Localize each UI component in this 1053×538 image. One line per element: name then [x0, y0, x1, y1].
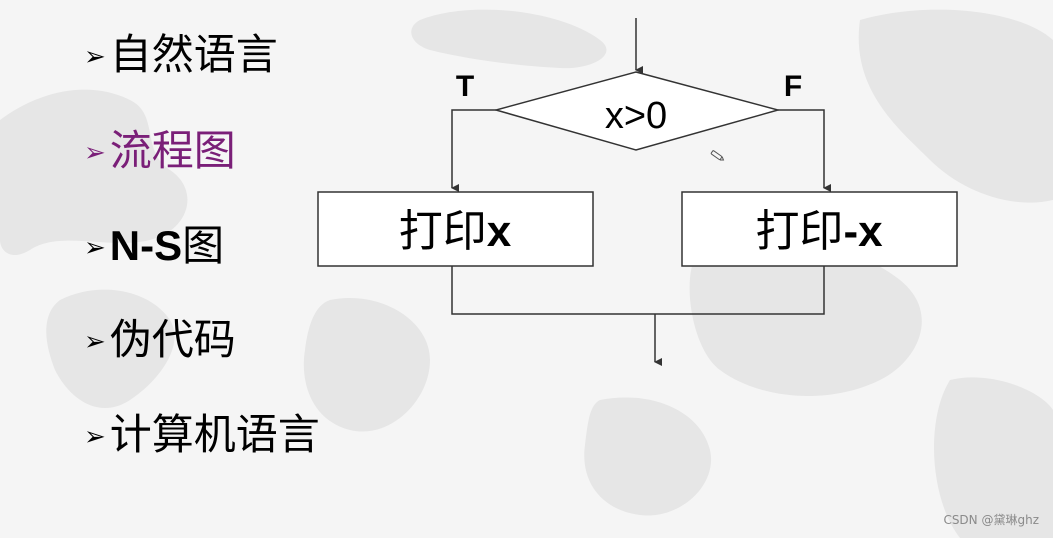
bullet-natural-language: ➢ 自然语言	[84, 30, 278, 80]
false-process-cn: 打印	[755, 206, 843, 257]
bullet-arrow-icon: ➢	[84, 422, 106, 452]
true-process-text: 打印x	[399, 206, 512, 257]
bullet-arrow-icon: ➢	[84, 138, 106, 168]
bullet-label-cn: 图	[182, 221, 225, 270]
bullet-flowchart: ➢ 流程图	[84, 126, 236, 176]
decision-diamond	[493, 71, 781, 151]
bullet-label: 计算机语言	[109, 410, 320, 459]
false-process-latin: -x	[843, 207, 883, 256]
true-process-latin: x	[487, 207, 512, 256]
bullet-label-latin: N-S	[109, 222, 183, 269]
merge-line	[451, 266, 825, 315]
false-branch-label: F	[784, 70, 802, 103]
bullet-pseudocode: ➢ 伪代码	[84, 315, 236, 365]
bullet-label: 伪代码	[109, 315, 236, 364]
bullet-arrow-icon: ➢	[84, 233, 106, 263]
true-process-cn: 打印	[399, 206, 487, 257]
pen-cursor-icon	[710, 150, 725, 161]
bullet-computer-language: ➢ 计算机语言	[84, 410, 320, 460]
watermark: CSDN @黛琳ghz	[943, 513, 1039, 527]
true-process-box	[317, 191, 594, 267]
bullet-label: 流程图	[109, 126, 236, 175]
true-branch-line	[451, 109, 496, 192]
bullet-arrow-icon: ➢	[84, 327, 106, 357]
decision-condition: x>0	[605, 95, 667, 137]
bullet-label: 自然语言	[109, 30, 278, 79]
bullet-ns-diagram: ➢ N-S 图	[84, 221, 224, 271]
false-process-box	[681, 191, 958, 267]
false-process-text: 打印-x	[755, 206, 883, 257]
false-branch-line	[778, 109, 831, 192]
bullet-arrow-icon: ➢	[84, 42, 106, 72]
true-branch-label: T	[456, 70, 474, 103]
